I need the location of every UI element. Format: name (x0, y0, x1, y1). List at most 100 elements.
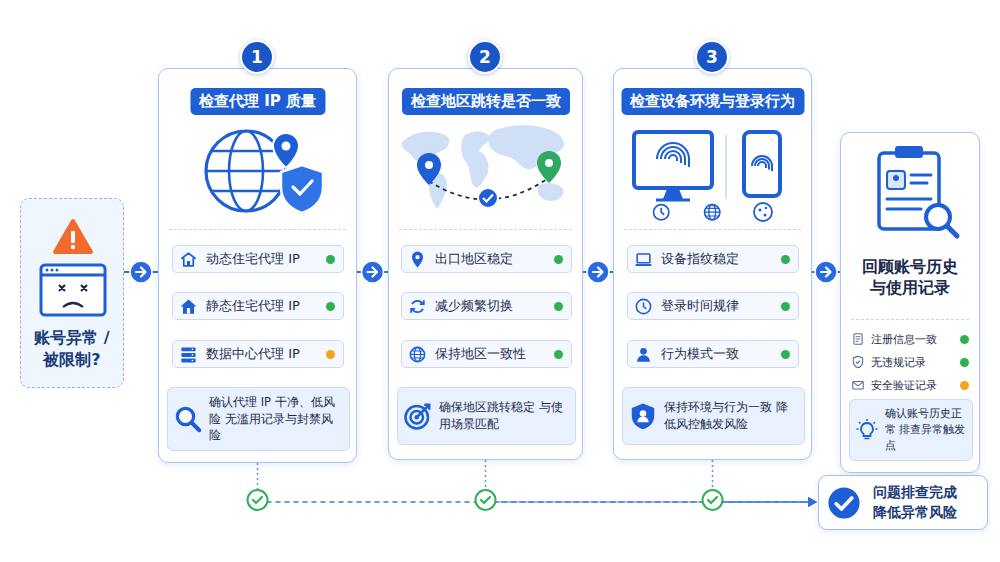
graphic-part (640, 410, 647, 417)
history-row: 安全验证记录 (851, 375, 969, 395)
graphic-part (640, 348, 647, 355)
graphic-part (637, 355, 650, 361)
graphic-part (754, 203, 772, 221)
pin-icon (408, 250, 427, 269)
callout-number: 2 (468, 40, 502, 74)
graphic-part (401, 132, 449, 164)
status-dot (960, 358, 969, 367)
alert-illustration (21, 199, 125, 329)
graphic-part (181, 299, 197, 313)
flow-connector (124, 261, 158, 283)
graphic-part (853, 382, 863, 386)
arrow-circle (815, 261, 837, 283)
check-item: 动态住宅代理 IP (172, 245, 344, 273)
check-circle (703, 490, 723, 510)
graphic-part (744, 132, 780, 196)
graphic-part (461, 131, 491, 187)
step-heading: 检查代理 IP 质量 (190, 88, 325, 115)
graphic-part (41, 265, 105, 315)
status-dot (781, 302, 790, 311)
arrow-circle (130, 261, 152, 283)
bulb-icon (855, 418, 879, 442)
graphic-part (637, 253, 650, 262)
flow-connector (812, 261, 840, 283)
arrow-head (808, 497, 817, 507)
graphic-part (755, 159, 769, 170)
graphic-part (46, 269, 49, 272)
flow-connector (357, 261, 388, 283)
status-dot (781, 350, 790, 359)
laptop-icon (634, 250, 653, 269)
graphic-part (893, 175, 899, 181)
graphic-part (637, 417, 648, 423)
graphic-part (636, 264, 652, 266)
graphic-part (187, 261, 190, 266)
check-item: 保持地区一致性 (401, 340, 572, 368)
graphic-part (488, 125, 564, 169)
graphic-part (478, 188, 498, 208)
status-dot (554, 302, 563, 311)
item-text: 减少频繁切换 (435, 297, 550, 315)
graphic-part (828, 487, 859, 518)
doc-icon (851, 332, 865, 346)
person-icon (634, 345, 653, 364)
history-row: 注册信息一致 (851, 329, 969, 349)
item-text: 静态住宅代理 IP (206, 297, 322, 315)
graphic-part (425, 161, 433, 169)
check-mark (708, 497, 717, 503)
graphic-part (705, 205, 720, 220)
dashed-divider (169, 229, 346, 230)
graphic-part (412, 251, 423, 267)
history-item: 注册信息一致 (871, 332, 956, 347)
check-mark (253, 497, 262, 503)
card-heading: 回顾账号历史 与使用记录 (858, 257, 962, 299)
graphic-part (192, 359, 194, 361)
graphic-part (856, 361, 860, 364)
summary-text: 确保地区跳转稳定 与使用场景匹配 (439, 399, 569, 432)
graphic-part (192, 348, 194, 350)
graphic-part (51, 269, 54, 272)
result-text: 问题排查完成 降低异常风险 (873, 483, 963, 522)
clock-icon (634, 297, 653, 316)
graphic-part (634, 132, 712, 188)
graphic-part (293, 181, 312, 194)
item-text: 动态住宅代理 IP (206, 250, 322, 268)
check-item: 减少频繁切换 (401, 292, 572, 320)
graphic-part (857, 419, 878, 439)
graphic-part (56, 269, 59, 272)
graphic-part (836, 498, 852, 509)
graphic-part (705, 208, 720, 216)
step-card: 检查代理 IP 质量动态住宅代理 IP静态住宅代理 IP数据中心代理 IP确认代… (158, 68, 357, 463)
refresh-icon (408, 297, 427, 316)
item-text: 保持地区一致性 (435, 345, 550, 363)
flow-connector (703, 460, 818, 510)
status-dot (326, 302, 335, 311)
graphic-part (71, 231, 75, 243)
graphic-part (59, 285, 87, 291)
graphic-part (429, 179, 547, 200)
result-box: 问题排查完成 降低异常风险 (818, 475, 988, 530)
graphic-part (764, 214, 767, 217)
item-text: 数据中心代理 IP (206, 345, 322, 363)
graphic-part (282, 142, 291, 151)
callout-number-text: 3 (706, 47, 718, 67)
graphic-part (537, 151, 561, 183)
graphic-part (636, 299, 650, 313)
dashed-divider (399, 229, 572, 230)
check-item: 静态住宅代理 IP (172, 292, 344, 320)
graphic-part (415, 255, 419, 259)
status-dot (781, 255, 790, 264)
item-text: 设备指纹稳定 (661, 250, 777, 268)
graphic-part (192, 423, 200, 431)
graphic-part (412, 300, 423, 311)
graphic-part (657, 143, 689, 167)
graphic-part (853, 382, 864, 390)
graphic-part (206, 131, 286, 211)
graphic-part (229, 131, 263, 211)
connector-part (258, 501, 811, 503)
target-icon (403, 401, 433, 431)
okc-icon (827, 486, 861, 520)
step-heading: 检查设备环境与登录行为 (621, 88, 804, 115)
graphic-part (926, 205, 950, 229)
